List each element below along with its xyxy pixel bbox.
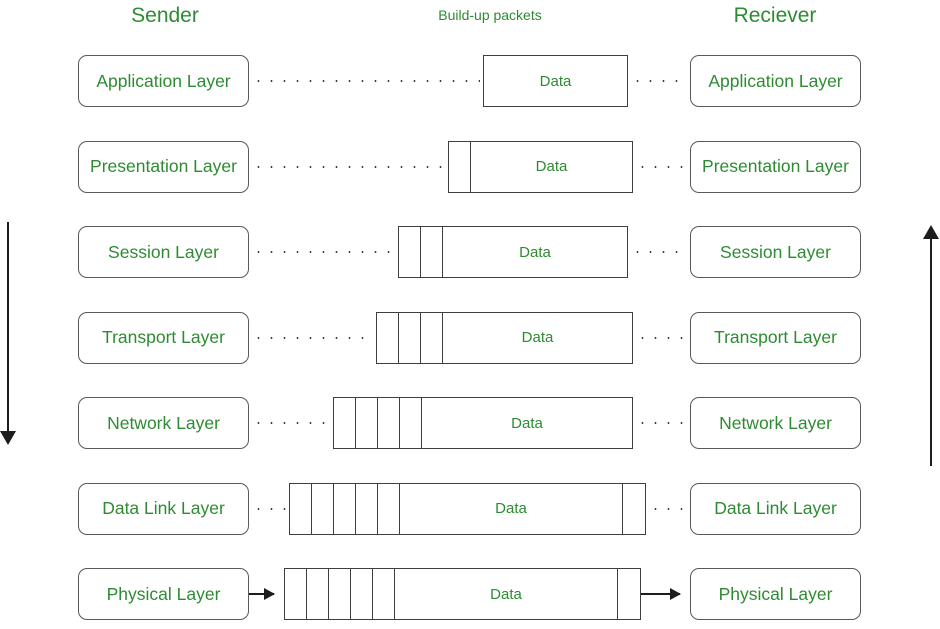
packet-header-cell: [373, 569, 395, 619]
packet: Data: [448, 140, 633, 193]
packet-header-cell: [356, 483, 378, 534]
packet-data-cell: Data: [400, 483, 623, 534]
sender-flow-arrow-down: [0, 222, 17, 445]
packet-data-cell: Data: [443, 227, 627, 277]
packet-header-cell: [399, 227, 421, 277]
receiver-layer-label: Physical Layer: [718, 583, 833, 604]
heading-sender: Sender: [131, 4, 199, 27]
receiver-layer-box: Physical Layer: [690, 568, 861, 620]
packet-data-label: Data: [535, 158, 568, 175]
sender-packet-dotted-connector: [252, 79, 480, 83]
packet-data-cell: Data: [471, 142, 632, 192]
packet-data-cell: Data: [443, 313, 632, 363]
packet-header-cell: [378, 483, 400, 534]
sender-packet-dotted-connector: [252, 421, 330, 425]
packet-header-cell: [351, 569, 373, 619]
packet: Data: [289, 482, 646, 535]
packet-header-cell: [378, 398, 400, 448]
sender-layer-box: Data Link Layer: [78, 482, 249, 535]
receiver-layer-label: Data Link Layer: [714, 498, 837, 519]
sender-layer-label: Data Link Layer: [102, 498, 225, 519]
sender-layer-label: Network Layer: [107, 412, 220, 433]
packet-data-cell: Data: [422, 398, 632, 448]
packet-header-cell: [334, 398, 356, 448]
packet-data-label: Data: [521, 329, 554, 346]
packet: Data: [333, 397, 633, 449]
packet: Data: [376, 311, 633, 364]
packet-receiver-dotted-connector: [636, 164, 687, 169]
receiver-layer-box: Presentation Layer: [690, 140, 861, 193]
packet-header-cell: [421, 312, 443, 363]
packet-data-label: Data: [490, 585, 522, 603]
packet-header-cell: [312, 483, 334, 534]
packet-header-cell: [290, 483, 312, 534]
sender-layer-box: Network Layer: [78, 397, 249, 449]
packet-data-label: Data: [495, 500, 527, 517]
packet-header-cell: [356, 398, 378, 448]
packet-receiver-dotted-connector: [649, 506, 687, 511]
sender-layer-label: Transport Layer: [102, 327, 225, 348]
heading-build-up-packets: Build-up packets: [438, 7, 542, 23]
receiver-layer-label: Transport Layer: [714, 327, 837, 348]
receiver-layer-box: Application Layer: [690, 55, 861, 107]
packet-header-cell: [421, 227, 443, 277]
packet-trailer-cell: [618, 569, 640, 619]
receiver-layer-label: Application Layer: [708, 70, 843, 91]
packet-header-cell: [307, 569, 329, 619]
receiver-layer-box: Network Layer: [690, 397, 861, 449]
sender-layer-label: Presentation Layer: [90, 156, 237, 177]
sender-layer-box: Physical Layer: [78, 568, 249, 620]
sender-packet-dotted-connector: [252, 250, 395, 254]
sender-layer-label: Physical Layer: [106, 583, 221, 604]
packet: Data: [483, 55, 628, 107]
packet-data-label: Data: [519, 243, 551, 261]
receiver-layer-label: Presentation Layer: [702, 156, 849, 177]
sender-packet-dotted-connector: [252, 164, 445, 169]
packet-header-cell: [329, 569, 351, 619]
sender-layer-box: Presentation Layer: [78, 140, 249, 193]
packet-trailer-cell: [623, 484, 645, 534]
packet-header-cell: [285, 569, 307, 619]
packet-data-label: Data: [539, 72, 572, 90]
sender-layer-label: Application Layer: [96, 70, 231, 91]
receiver-layer-box: Data Link Layer: [690, 482, 861, 535]
packet-data-label: Data: [511, 414, 543, 432]
receiver-flow-arrow-up: [923, 225, 940, 466]
packet: Data: [284, 568, 641, 620]
sender-packet-dotted-connector: [252, 506, 286, 511]
packet-data-cell: Data: [395, 569, 618, 619]
packet-receiver-dotted-connector: [631, 79, 687, 83]
heading-receiver: Reciever: [733, 4, 817, 27]
receiver-layer-label: Network Layer: [719, 412, 832, 433]
arrow-head-up-icon: [923, 225, 940, 239]
sender-layer-box: Application Layer: [78, 55, 249, 107]
sender-layer-label: Session Layer: [108, 241, 219, 262]
sender-layer-box: Session Layer: [78, 226, 249, 278]
packet-receiver-arrow: [641, 593, 680, 595]
sender-layer-box: Transport Layer: [78, 311, 249, 364]
packet-header-cell: [449, 141, 471, 192]
packet-receiver-dotted-connector: [631, 250, 687, 254]
packet: Data: [398, 226, 628, 278]
packet-receiver-dotted-connector: [636, 335, 687, 340]
sender-packet-arrow: [249, 593, 274, 595]
receiver-layer-label: Session Layer: [720, 241, 831, 262]
receiver-layer-box: Session Layer: [690, 226, 861, 278]
sender-packet-dotted-connector: [252, 335, 373, 340]
packet-data-cell: Data: [484, 56, 627, 106]
packet-receiver-dotted-connector: [636, 421, 687, 425]
packet-header-cell: [334, 483, 356, 534]
arrow-head-down-icon: [0, 431, 17, 445]
packet-header-cell: [400, 398, 422, 448]
packet-header-cell: [399, 312, 421, 363]
packet-header-cell: [377, 312, 399, 363]
receiver-layer-box: Transport Layer: [690, 311, 861, 364]
